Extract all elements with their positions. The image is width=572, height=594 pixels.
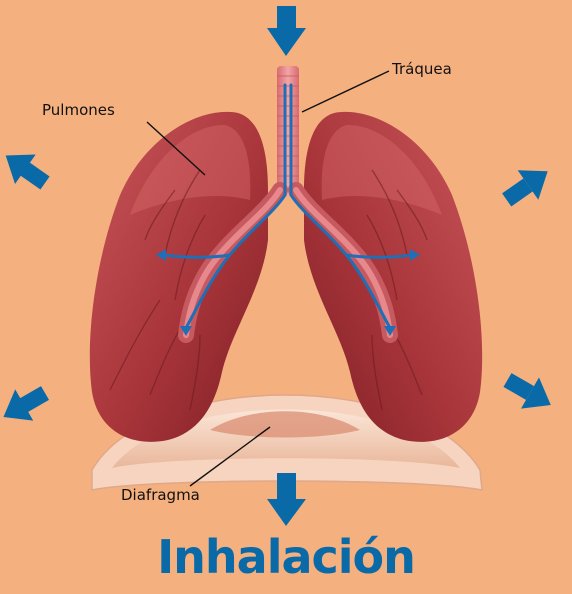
arrow-down-top-icon	[267, 6, 306, 56]
right-lung	[304, 112, 482, 442]
trachea-label: Tráquea	[392, 60, 452, 78]
arrow-down-left-icon	[0, 377, 54, 432]
lungs-label: Pulmones	[42, 101, 115, 119]
arrow-up-right-icon	[496, 156, 558, 214]
diaphragm-label: Diafragma	[121, 486, 200, 504]
arrow-up-left-icon	[0, 141, 55, 198]
arrow-down-right-icon	[498, 364, 559, 420]
left-lung	[90, 112, 268, 442]
diagram-title: Inhalación	[0, 530, 572, 584]
